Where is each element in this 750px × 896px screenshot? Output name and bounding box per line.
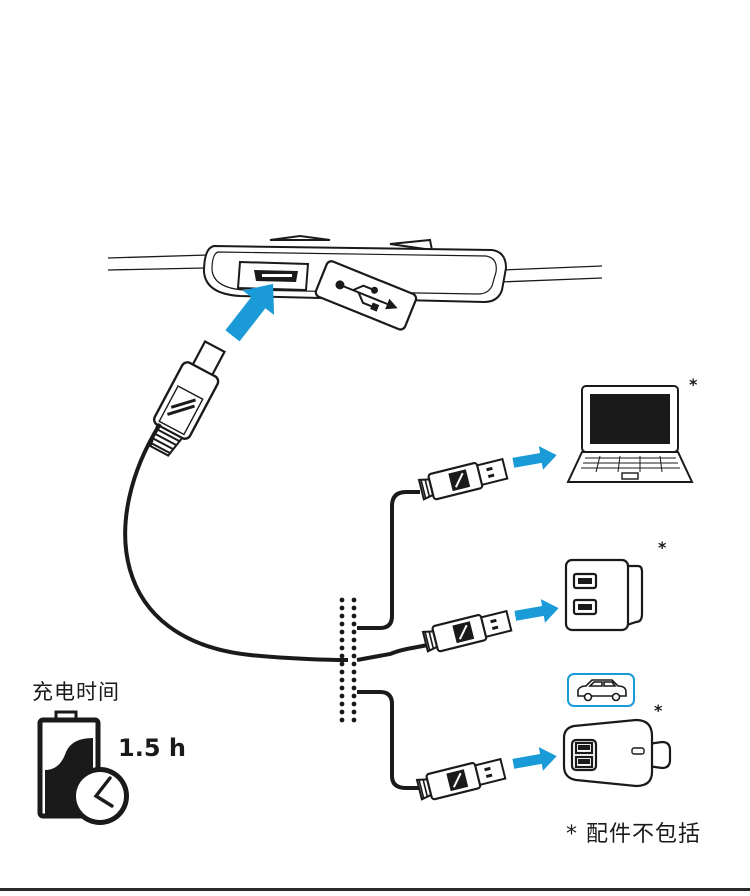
micro-usb-plug	[149, 340, 226, 457]
car-icon	[577, 679, 627, 702]
car-badge	[567, 673, 635, 707]
usb-plug	[421, 609, 513, 653]
arrow-to-wall-charger	[514, 599, 559, 623]
break-dot	[351, 669, 357, 675]
break-dot	[351, 637, 357, 643]
break-dot	[351, 661, 357, 667]
break-dot	[339, 669, 345, 675]
break-dot	[351, 621, 357, 627]
headset-cable	[107, 254, 603, 283]
break-dot	[351, 693, 357, 699]
break-dot	[339, 709, 345, 715]
arrow-to-laptop	[512, 446, 557, 470]
break-dot	[339, 701, 345, 707]
charge-duration: 1.5 h	[118, 734, 186, 762]
break-dot	[351, 701, 357, 707]
break-dot	[351, 685, 357, 691]
break-dot	[351, 677, 357, 683]
break-dot	[339, 645, 345, 651]
break-dot	[351, 597, 357, 603]
usb-logo-icon	[335, 280, 398, 312]
port-flap	[314, 260, 418, 331]
break-dot	[351, 717, 357, 723]
laptop-icon	[566, 385, 694, 483]
car-charger-asterisk: *	[654, 701, 663, 720]
not-included-marks: * * *	[654, 375, 698, 720]
branch-cables	[356, 490, 429, 790]
break-dot	[351, 613, 357, 619]
usb-plug	[417, 457, 509, 501]
not-included-footnote: * 配件不包括	[566, 822, 701, 847]
break-dot	[339, 629, 345, 635]
micro-usb-port	[236, 260, 310, 292]
break-dot	[351, 645, 357, 651]
usb-plug	[415, 757, 507, 801]
laptop-asterisk: *	[689, 375, 698, 394]
break-dot	[339, 637, 345, 643]
break-dot	[351, 653, 357, 659]
break-dot	[339, 613, 345, 619]
break-dot	[339, 661, 345, 667]
break-dot	[339, 693, 345, 699]
insert-arrow	[225, 283, 275, 342]
break-dot	[339, 653, 345, 659]
wall-charger-icon	[564, 558, 644, 632]
break-dot	[339, 621, 345, 627]
break-dot	[339, 685, 345, 691]
break-dot	[339, 605, 345, 611]
break-dot	[339, 597, 345, 603]
car-charger-icon	[562, 718, 672, 788]
break-dot	[339, 717, 345, 723]
headset-control-unit	[202, 234, 508, 304]
break-dot	[351, 629, 357, 635]
break-dot	[351, 709, 357, 715]
bottom-divider	[0, 888, 750, 891]
break-dot	[351, 605, 357, 611]
wall-charger-asterisk: *	[658, 538, 667, 557]
charge-time-label: 充电时间	[32, 680, 120, 704]
clock-icon	[71, 767, 129, 825]
arrow-to-car-charger	[512, 747, 557, 771]
charging-cable	[123, 422, 349, 662]
break-dot	[339, 677, 345, 683]
cable-break-dots	[339, 597, 357, 723]
